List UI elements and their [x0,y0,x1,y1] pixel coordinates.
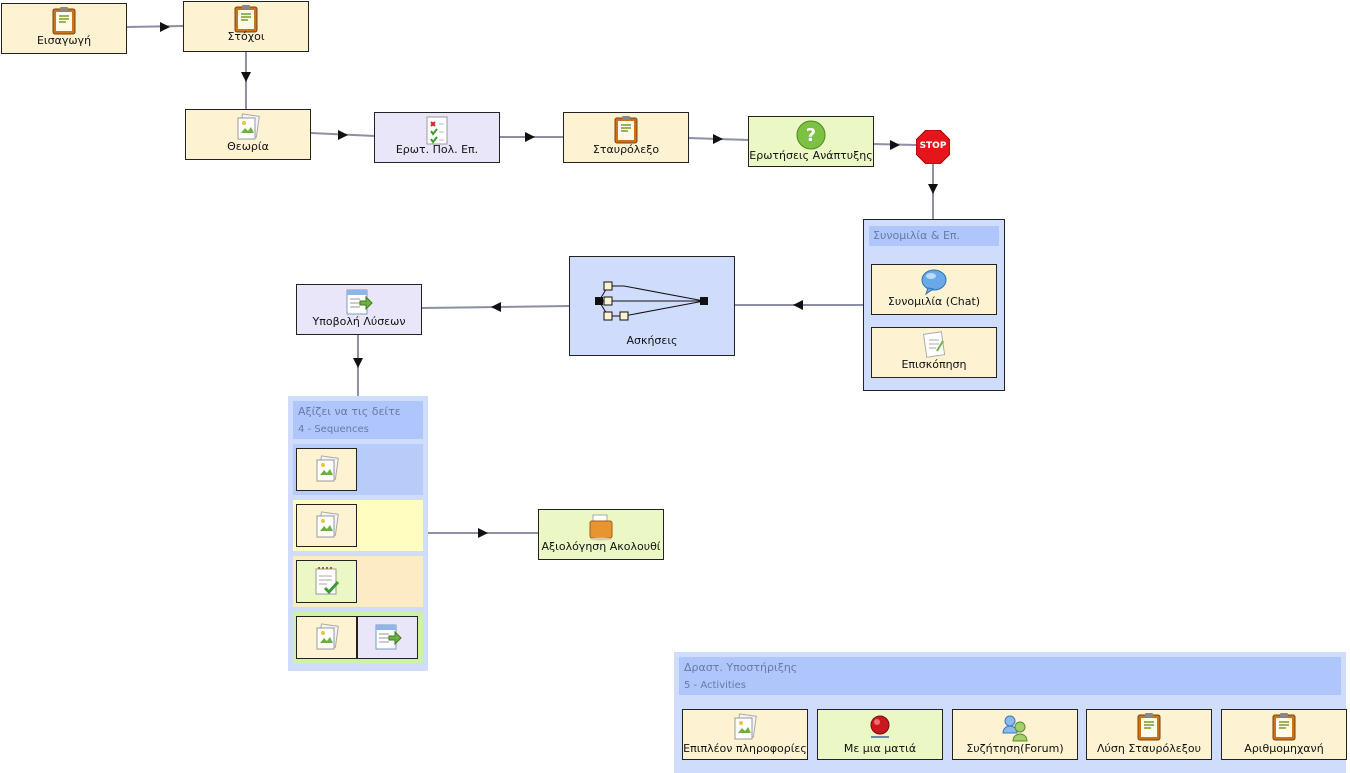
node-label: Σταυρόλεξο [592,143,660,156]
node-forum[interactable]: Συζήτηση(Forum) [952,709,1078,760]
node-label: Ερωτήσεις Ανάπτυξης [749,149,873,162]
node-more-info[interactable]: Επιπλέον πληροφορίες [682,709,808,760]
node-label: Αριθμομηχανή [1244,742,1324,755]
sequence-row[interactable] [293,612,423,663]
sequence-activity[interactable] [296,616,357,659]
node-exercises[interactable]: Ασκήσεις [569,256,735,356]
group-title: Συνομιλία & Επ. [869,226,999,246]
arrowhead [353,358,363,368]
stop-label: STOP [919,141,947,151]
notebook-icon [614,116,638,147]
node-label: Επισκόπηση [901,358,967,371]
picture-page-icon [314,511,340,542]
arrowhead [713,134,723,144]
question-icon: ? [796,120,826,153]
group-header: Δραστ. Υποστήριξης 5 - Activities [679,657,1341,695]
arrowhead [525,132,535,142]
node-label: Επιπλέον πληροφορίες [683,742,807,755]
sequence-activity[interactable] [296,504,357,547]
arrowhead [890,140,900,150]
group-title: Αξίζει να τις δείτε [298,405,401,418]
notes-icon [921,331,947,362]
sequence-row[interactable] [293,556,423,607]
node-review[interactable]: Επισκόπηση [871,327,997,378]
submit-files-icon [374,623,402,654]
picture-page-icon [732,713,758,744]
arrowhead [928,184,938,194]
group-subtitle: 5 - Activities [684,680,746,691]
node-label: Λύση Σταυρόλεξου [1097,742,1201,755]
arrowhead [478,528,488,538]
group-header: Αξίζει να τις δείτε 4 - Sequences [293,401,423,439]
picture-page-icon [314,623,340,654]
picture-page-icon [314,455,340,486]
quiz-icon [424,116,450,149]
arrowhead [241,72,251,82]
node-label: Στόχοι [227,30,265,43]
sequence-row[interactable] [293,500,423,551]
node-label: Εισαγωγή [36,34,92,47]
group-chat[interactable]: Συνομιλία & Επ. Συνομιλία (Chat) Επισκόπ… [863,219,1005,391]
svg-text:?: ? [806,125,816,146]
node-evaluation[interactable]: Αξιολόγηση Ακολουθί [538,509,664,560]
arrowhead [491,302,501,312]
node-glance[interactable]: Με μια ματιά [817,709,943,760]
notebook-icon [1272,713,1296,744]
checklist-icon [313,566,341,599]
group-sequences[interactable]: Αξίζει να τις δείτε 4 - Sequences [288,396,428,671]
node-label: Συζήτηση(Forum) [966,742,1064,755]
arrowhead [160,22,170,32]
stop-sign-icon[interactable]: STOP [915,129,951,165]
submit-files-icon [345,288,373,319]
forum-users-icon [1000,713,1030,746]
red-dot-icon [866,713,894,744]
notebook-icon [1137,713,1161,744]
node-label: Θεωρία [227,140,269,153]
chat-bubble-icon [920,268,948,299]
node-crossword[interactable]: Σταυρόλεξο [563,112,689,163]
sequence-activity[interactable] [296,560,357,603]
group-subtitle: 4 - Sequences [298,424,369,435]
node-label: Ασκήσεις [626,334,678,347]
node-label: Αξιολόγηση Ακολουθί [541,540,661,553]
branching-icon [594,281,710,324]
group-title: Δραστ. Υποστήριξης [684,661,798,674]
group-support[interactable]: Δραστ. Υποστήριξης 5 - Activities Επιπλέ… [674,652,1347,773]
node-mcq[interactable]: Ερωτ. Πολ. Επ. [374,112,500,163]
arrowhead [793,300,803,310]
notebook-icon [52,7,76,38]
node-intro[interactable]: Εισαγωγή [1,3,127,54]
node-label: Συνομιλία (Chat) [887,295,981,308]
node-crossword-solution[interactable]: Λύση Σταυρόλεξου [1086,709,1212,760]
connector-intro-goals [125,25,184,28]
node-label: Με μια ματιά [843,742,917,755]
node-theory[interactable]: Θεωρία [185,109,311,160]
node-submit[interactable]: Υποβολή Λύσεων [296,284,422,335]
sequence-row[interactable] [293,444,423,495]
node-goals[interactable]: Στόχοι [183,1,309,52]
arrowhead [338,130,348,140]
sequence-activity[interactable] [296,448,357,491]
notebook-icon [234,5,258,36]
node-label: Υποβολή Λύσεων [312,315,406,328]
picture-page-icon [235,113,261,144]
sequence-activity[interactable] [357,616,418,659]
folder-icon [587,513,615,544]
node-chat[interactable]: Συνομιλία (Chat) [871,264,997,315]
node-essay[interactable]: ? Ερωτήσεις Ανάπτυξης [748,116,874,167]
node-calculator[interactable]: Αριθμομηχανή [1221,709,1347,760]
node-label: Ερωτ. Πολ. Επ. [395,143,479,156]
